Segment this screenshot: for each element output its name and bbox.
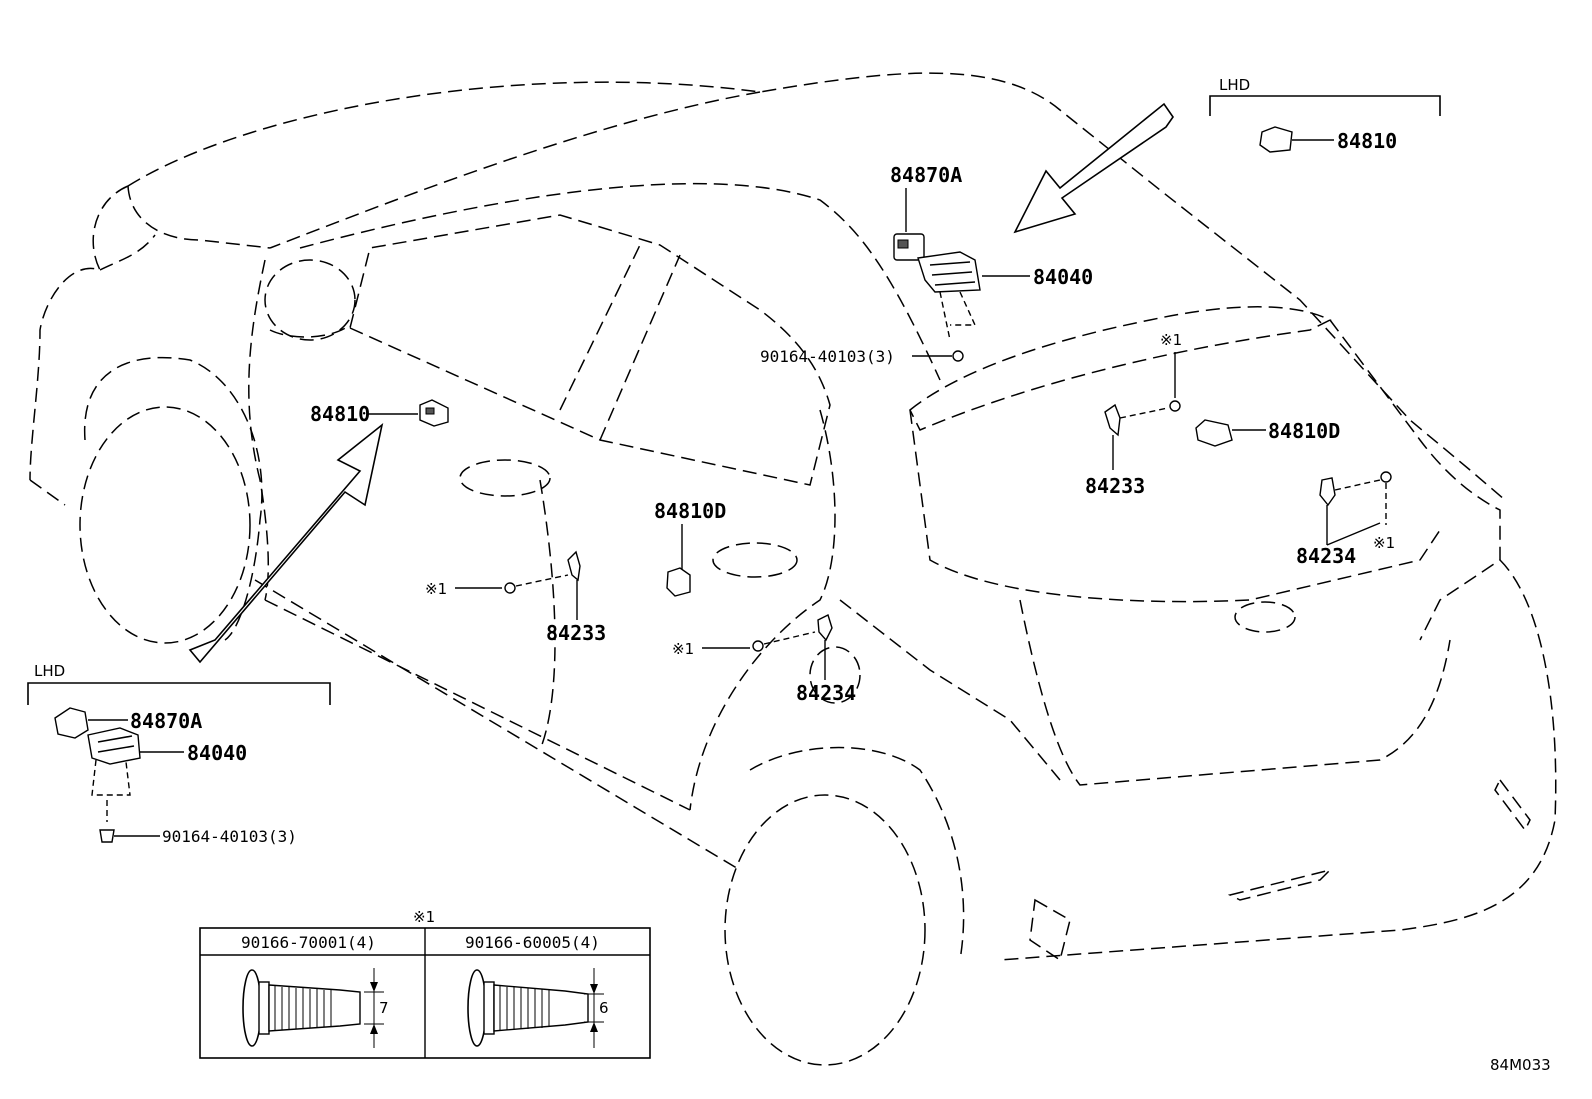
dimension-7: 7: [379, 999, 389, 1017]
bolt-90164-lhd[interactable]: [99, 829, 115, 843]
label-84234-mid: 84234: [796, 681, 856, 705]
car-body-outline: [29, 72, 1557, 1066]
label-84233-mid: 84233: [546, 621, 606, 645]
table-header-90166-60005: 90166-60005(4): [465, 933, 600, 952]
screw-note1-mid2[interactable]: [752, 640, 764, 652]
arrow-to-rear-hatch: [1013, 102, 1174, 234]
screw-90166-70001-drawing: [242, 968, 384, 1048]
lhd-bracket-bottom: [27, 682, 331, 843]
label-84870a-lhd: 84870A: [130, 709, 202, 733]
switch-84810d-right[interactable]: [1195, 419, 1233, 447]
bolt-90164-top[interactable]: [952, 350, 964, 362]
lhd-bracket-top: [1209, 95, 1441, 153]
diagram-reference-code: 84M033: [1490, 1056, 1551, 1074]
label-84233-right: 84233: [1085, 474, 1145, 498]
label-84870a-top: 84870A: [890, 163, 962, 187]
label-lhd-top: LHD: [1219, 76, 1250, 94]
dimension-6: 6: [599, 999, 609, 1017]
label-note1-mid2: ※1: [672, 640, 694, 658]
label-90164-top: 90164-40103(3): [760, 347, 895, 366]
table-header-90166-70001: 90166-70001(4): [241, 933, 376, 952]
switch-cluster-top: [893, 188, 1030, 362]
label-84234-right: 84234: [1296, 544, 1356, 568]
label-84810-lhd-top: 84810: [1337, 129, 1397, 153]
retainer-84234-right[interactable]: [1319, 477, 1336, 507]
screw-note1-right[interactable]: [1380, 471, 1392, 483]
retainer-84233-right[interactable]: [1104, 403, 1121, 437]
label-84040-top: 84040: [1033, 265, 1093, 289]
label-90164-lhd: 90164-40103(3): [162, 827, 297, 846]
label-84810d-right: 84810D: [1268, 419, 1340, 443]
switch-84810-lhd[interactable]: [1259, 126, 1293, 153]
retainer-84234-mid[interactable]: [817, 614, 833, 642]
label-table-note: ※1: [413, 908, 435, 926]
screw-90166-60005-drawing: [467, 968, 604, 1048]
retainer-84233-mid[interactable]: [567, 550, 581, 582]
switch-84870a-lhd[interactable]: [54, 707, 89, 739]
screw-table: [199, 927, 651, 1059]
front-door-parts: [368, 399, 833, 680]
switch-84810d-door[interactable]: [666, 567, 691, 597]
label-84810d-mid: 84810D: [654, 499, 726, 523]
label-84040-lhd: 84040: [187, 741, 247, 765]
label-note1-right: ※1: [1373, 534, 1395, 552]
rear-right-parts: [1104, 352, 1392, 546]
screw-note1-top[interactable]: [1169, 400, 1181, 412]
label-note1-top: ※1: [1160, 331, 1182, 349]
arrow-to-front-door: [188, 422, 384, 664]
label-lhd-bottom: LHD: [34, 662, 65, 680]
label-84810-left: 84810: [310, 402, 370, 426]
label-note1-mid1: ※1: [425, 580, 447, 598]
screw-note1-mid1[interactable]: [504, 582, 516, 594]
